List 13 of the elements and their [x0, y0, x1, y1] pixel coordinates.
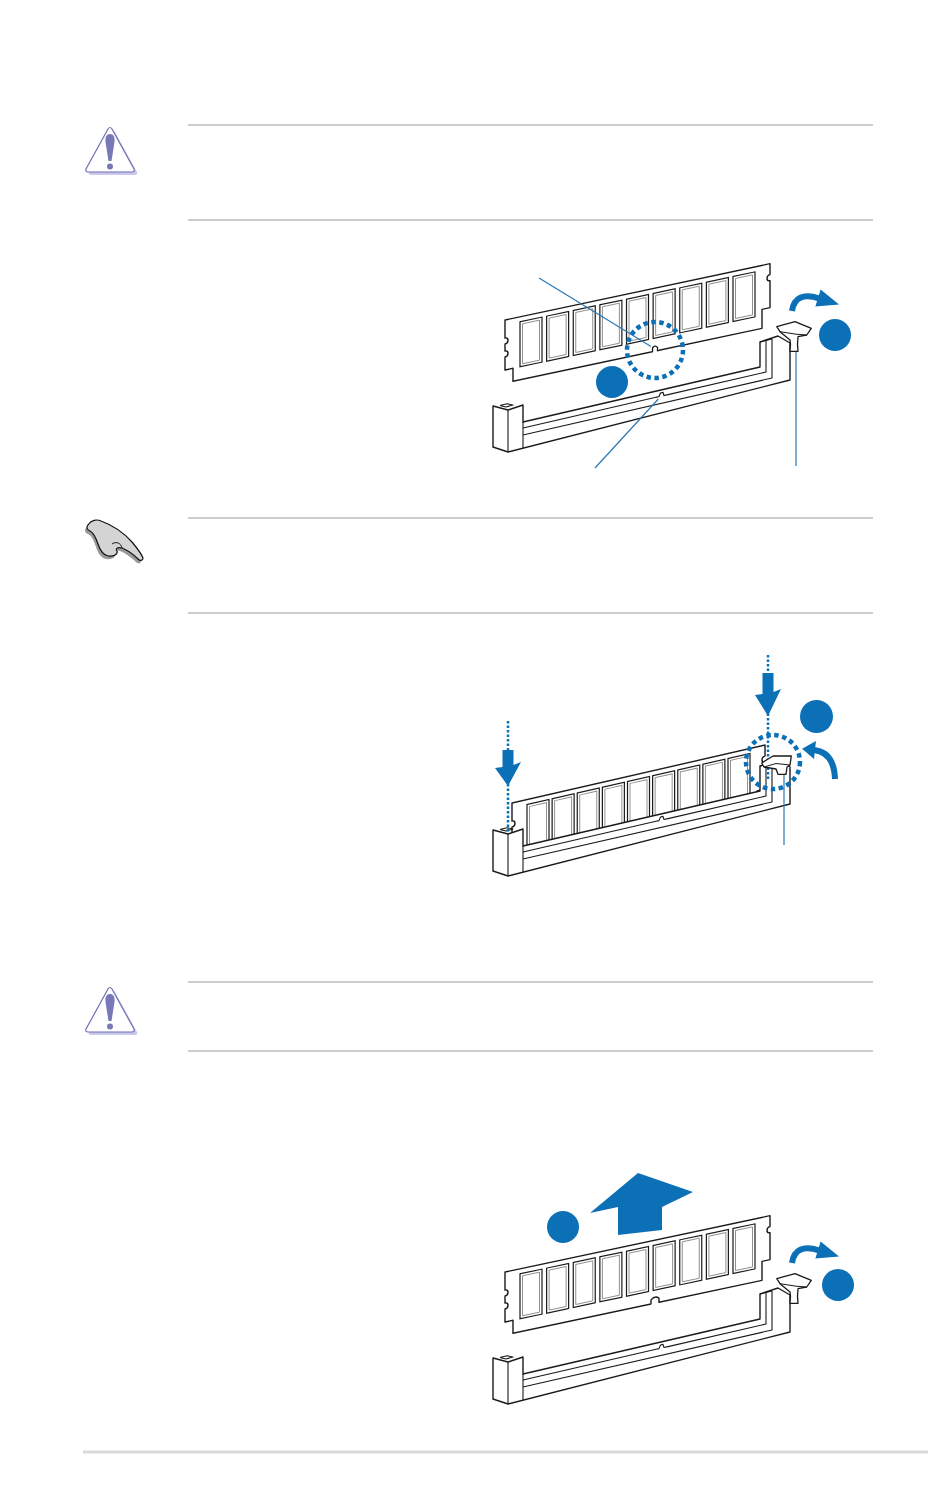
- leader-line: [795, 351, 797, 467]
- module-notch: [651, 344, 659, 353]
- step-marker: [547, 1211, 579, 1243]
- step-marker: [819, 319, 851, 351]
- leader-line: [783, 774, 785, 846]
- step-marker: [800, 700, 833, 733]
- retention-latch: [776, 320, 812, 352]
- step-marker: [596, 366, 628, 398]
- retention-latch: [776, 1272, 812, 1304]
- retention-latch: [761, 755, 792, 775]
- leader-line: [594, 398, 659, 469]
- slot-key: [656, 390, 668, 399]
- step-marker: [822, 1269, 854, 1301]
